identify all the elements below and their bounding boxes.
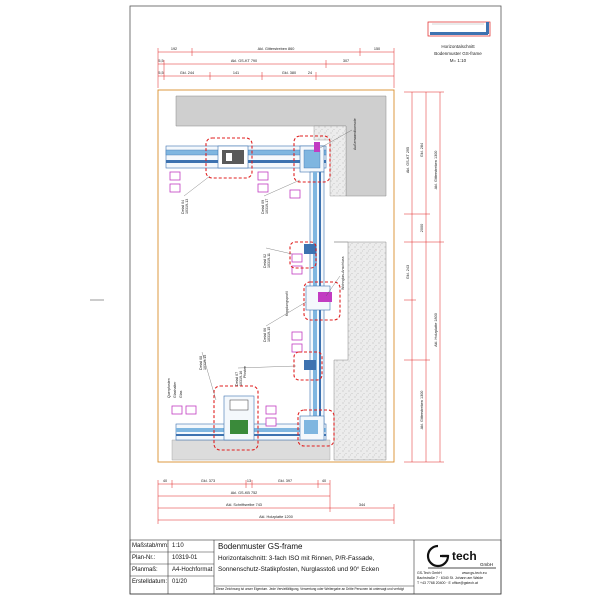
plan-size-value: A4-Hochformat (172, 567, 213, 573)
svg-text:Gkl. 243: Gkl. 243 (406, 265, 410, 279)
svg-text:Außenwandkonsole: Außenwandkonsole (353, 118, 357, 150)
svg-text:13: 13 (247, 479, 251, 483)
svg-text:Detail 0910319-17: Detail 0910319-17 (261, 199, 269, 214)
svg-text:Akl. Gitterstreben 860: Akl. Gitterstreben 860 (258, 47, 295, 51)
svg-text:Gkl. 244: Gkl. 244 (180, 71, 194, 75)
drawing-subtitle-2: Sonnenschutz-Statikpfosten, Nurglasstoß … (218, 566, 379, 573)
detail-callouts (205, 135, 341, 451)
created-label: Erstelldatum: (132, 579, 168, 585)
svg-text:5,5: 5,5 (158, 71, 163, 75)
plan-size-label: Planmaß: (132, 567, 158, 573)
company-address-1: GS-Tech GmbH (417, 571, 442, 575)
svg-text:Akl. Gitterstreben 1300: Akl. Gitterstreben 1300 (420, 391, 424, 430)
svg-text:Detail 0810319-15: Detail 0810319-15 (199, 355, 207, 370)
svg-text:40: 40 (322, 479, 326, 483)
svg-text:Akl. Holzplatte 1200: Akl. Holzplatte 1200 (259, 515, 293, 519)
bottom-dimension-labels: 40 Gkl. 373 13 Gkl. 397 40 Akl. GS-KB 75… (163, 479, 365, 519)
svg-text:Detail 0610319-15: Detail 0610319-15 (263, 327, 271, 342)
svg-text:150: 150 (374, 47, 380, 51)
svg-text:40: 40 (163, 479, 167, 483)
svg-text:Kopplungsprofil: Kopplungsprofil (285, 291, 289, 316)
svg-text:Gkl. 284: Gkl. 284 (420, 143, 424, 157)
svg-text:307: 307 (343, 59, 349, 63)
svg-text:Akl. Holzplatte 1800: Akl. Holzplatte 1800 (434, 313, 438, 347)
created-value: 01/20 (172, 579, 188, 585)
vertical-facade-profile (304, 171, 332, 429)
svg-text:Wohnglas-Anschluss: Wohnglas-Anschluss (341, 256, 345, 290)
svg-text:Detail 0410319-13: Detail 0410319-13 (181, 199, 189, 214)
bottom-facade-profile (175, 395, 327, 441)
wall-section (171, 95, 387, 461)
svg-text:Gkl. 397: Gkl. 397 (278, 479, 292, 483)
plan-no-value: 10319-01 (172, 555, 198, 561)
svg-text:344: 344 (359, 503, 365, 507)
scale-value: 1:10 (172, 543, 184, 549)
top-dimension-labels: 192 Akl. Gitterstreben 860 150 5,5 Akl. … (158, 47, 380, 75)
thumb-line1: Horizontalschnitt (441, 44, 475, 49)
bottom-dimensions (157, 480, 395, 524)
svg-text:Detail 0710319-16: Detail 0710319-16 (235, 371, 243, 386)
plan-no-label: Plan-Nr.: (132, 555, 156, 561)
svg-text:2000: 2000 (420, 224, 424, 232)
svg-text:Querpfosten: Querpfosten (167, 378, 171, 398)
drawing-subtitle-1: Horizontalschnitt: 3-fach ISO mit Rinnen… (218, 555, 375, 562)
svg-text:24: 24 (308, 71, 312, 75)
svg-text:Detail 0210319-11: Detail 0210319-11 (263, 253, 271, 268)
company-logo: tech GmbH (426, 544, 496, 569)
drawing-title: Bodenmuster GS-frame (218, 542, 303, 551)
right-dimensions (404, 91, 444, 463)
anchor-brackets (169, 171, 303, 427)
svg-text:tech: tech (452, 549, 477, 563)
top-facade-profile (165, 142, 327, 173)
svg-text:Gkl. 380: Gkl. 380 (282, 71, 296, 75)
svg-text:GmbH: GmbH (480, 562, 493, 567)
svg-text:Glas: Glas (179, 390, 183, 398)
svg-text:Akl. Schriftsreibe 743: Akl. Schriftsreibe 743 (226, 503, 262, 507)
company-address-2: Bachstraße 7 · 6340 St. Johann am Walde (417, 576, 484, 580)
right-dimension-labels: Akl. Gitterstreben 1300 Akl. Holzplatte … (406, 143, 438, 429)
svg-text:Gkl. 373: Gkl. 373 (201, 479, 215, 483)
plate-outline (157, 89, 395, 463)
svg-text:192: 192 (171, 47, 177, 51)
svg-text:141: 141 (233, 71, 239, 75)
top-dimensions (157, 48, 395, 88)
company-address-3: T +43 7768 20400 · E office@gstech.at (417, 581, 478, 585)
thumbnail: Horizontalschnitt Bodenmuster GS-frame M… (427, 21, 491, 63)
scale-label: Maßstab/mm: (132, 543, 169, 549)
thumb-line3: M= 1:10 (450, 58, 467, 63)
svg-text:Akl. GS-KT 295: Akl. GS-KT 295 (406, 147, 410, 173)
title-block-grid (129, 539, 502, 595)
svg-text:Pfosten: Pfosten (243, 366, 247, 378)
thumb-line2: Bodenmuster GS-frame (434, 51, 482, 56)
svg-text:Glashalter: Glashalter (173, 381, 177, 398)
callout-labels: Detail 0410319-13 Detail 0910319-17 Deta… (167, 118, 357, 398)
svg-text:Akl. GS-KT 790: Akl. GS-KT 790 (231, 59, 257, 63)
company-website: www.gs-tech.eu (462, 571, 487, 575)
svg-text:Akl. Gitterstreben 1300: Akl. Gitterstreben 1300 (434, 151, 438, 190)
svg-text:Akl. GS-KB 752: Akl. GS-KB 752 (231, 491, 258, 495)
leader-lines (183, 129, 353, 401)
copyright-footer: Diese Zeichnung ist unser Eigentum. Jede… (216, 587, 404, 591)
svg-text:5,5: 5,5 (158, 59, 163, 63)
